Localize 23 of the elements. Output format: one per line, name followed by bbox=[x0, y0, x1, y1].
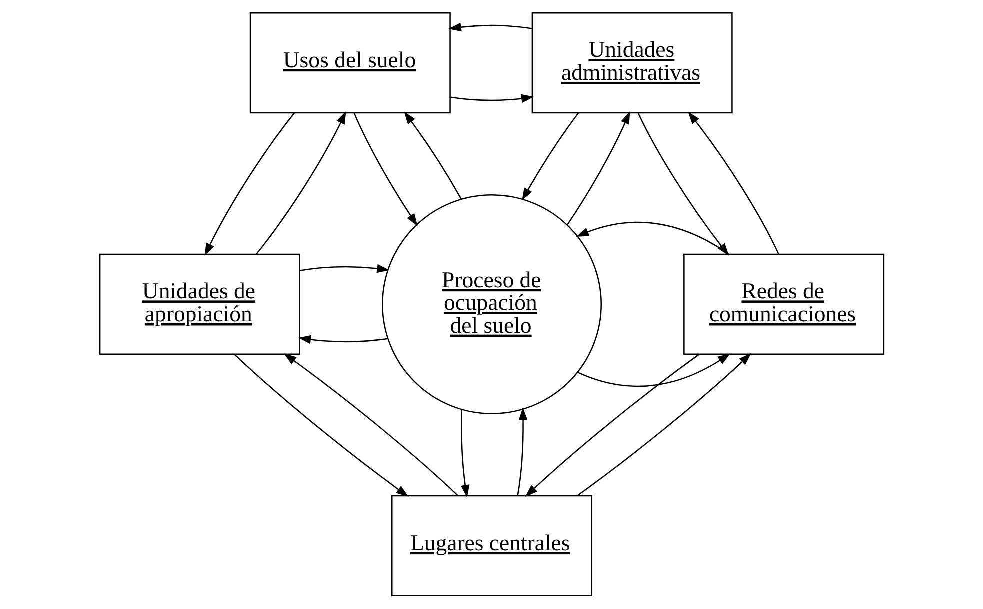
arrow bbox=[448, 22, 532, 32]
node-box: Lugares centrales bbox=[390, 495, 592, 597]
arrow bbox=[353, 112, 418, 226]
arrow bbox=[522, 112, 579, 201]
arrow bbox=[450, 94, 534, 104]
arrow bbox=[404, 112, 462, 200]
arrow bbox=[576, 353, 751, 496]
arrow bbox=[577, 354, 730, 388]
arrow bbox=[204, 112, 295, 256]
node-box: Redes de comunicaciones bbox=[683, 254, 884, 356]
arrow bbox=[516, 408, 528, 496]
arrow bbox=[524, 354, 700, 498]
arrow bbox=[300, 264, 390, 274]
arrow bbox=[566, 111, 630, 226]
node-box: Usos del suelo bbox=[249, 12, 450, 114]
arrow bbox=[284, 354, 458, 496]
node-circle: Proceso de ocupación del suelo bbox=[382, 194, 602, 414]
node-box: Unidades de apropiación bbox=[98, 254, 300, 356]
arrow bbox=[256, 111, 346, 255]
node-box: Unidades administrativas bbox=[531, 12, 732, 114]
arrow bbox=[460, 410, 470, 498]
arrow bbox=[234, 354, 408, 497]
arrow bbox=[298, 335, 388, 344]
